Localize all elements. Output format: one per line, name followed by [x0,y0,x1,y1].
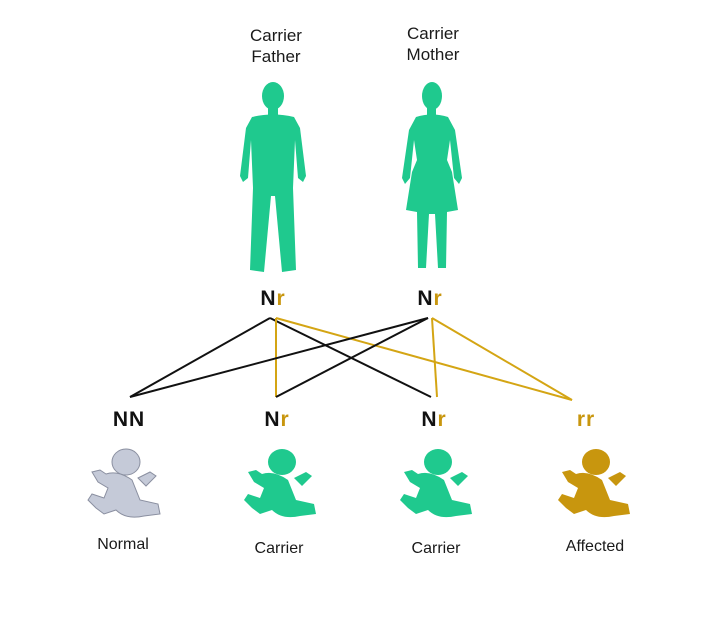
child-2-allele-recessive: r [280,408,290,431]
mother-label-line2: Mother [406,45,460,65]
baby-normal-icon [87,448,161,518]
father-N-to-NN-line [129,317,271,398]
child-3-allele-recessive: r [437,408,447,431]
father-allele-recessive: r [276,287,286,310]
child-1-genotype: NN [112,408,146,431]
father-r-to-rr-line [275,317,573,401]
father-label: Carrier Father [216,25,336,68]
baby-carrier-1-icon [244,449,316,518]
baby-affected-icon [558,449,630,518]
child-3-allele-dominant: N [421,408,438,431]
child-3-label: Carrier [411,540,461,557]
child-1-label: Normal [97,536,149,553]
mother-N-to-child2-line [275,317,429,398]
father-allele-dominant: N [260,287,277,310]
mother-N-to-NN-line [129,317,429,398]
father-genotype: Nr [243,287,303,311]
mother-allele-dominant: N [417,287,434,310]
father-label-line1: Carrier [250,26,302,45]
child-2-genotype: Nr [247,408,307,432]
mother-r-to-child3-line [431,317,438,398]
child-4-label: Affected [565,538,625,555]
mother-figure-icon [402,82,462,268]
mother-label: Carrier Mother [373,23,493,66]
mother-allele-recessive: r [433,287,443,310]
father-label-line2: Father [251,47,301,67]
inheritance-lines [129,317,573,401]
child-4-genotype: rr [576,408,596,431]
mother-label-line1: Carrier [407,24,459,43]
child-2-label: Carrier [254,540,304,557]
child-3-genotype: Nr [404,408,464,432]
father-figure-icon [240,82,306,272]
child-2-allele-dominant: N [264,408,281,431]
mother-genotype: Nr [400,287,460,311]
mother-r-to-rr-line [431,317,573,401]
baby-carrier-2-icon [400,449,472,518]
